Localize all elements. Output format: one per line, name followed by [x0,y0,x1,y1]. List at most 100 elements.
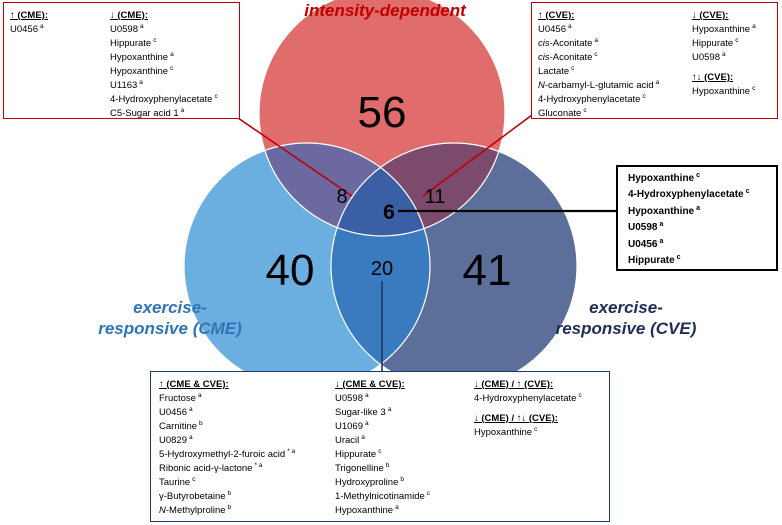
metabolite-name: Fructose [159,393,196,404]
metabolite-marker: a [594,37,599,44]
metabolite-name: -carbamyl-L-glutamic acid [544,80,654,91]
connector-intensity-cve [422,111,537,197]
metabolite-marker: c [594,51,598,58]
metabolite-name: 4-Hydroxyphenylacetate [110,94,213,105]
metabolite-name: Hippurate [110,38,152,49]
metabolite-name: U1069 [335,421,363,432]
metabolite-prefix: N [538,80,545,91]
metabolite-name: Hippurate [335,449,377,460]
metabolite-item: 5-Hydroxymethyl-2-furoic acid* a [159,448,295,462]
metabolite-name: Uracil [335,435,360,446]
metabolite-name: 1-Methylnicotinamide [335,491,425,502]
metabolite-marker: c [170,65,174,72]
metabolite-name: U0829 [159,435,187,446]
metabolite-marker: c [583,107,587,114]
metabolite-marker: c [214,93,218,100]
metabolite-marker: b [400,476,404,483]
metabolite-prefix: N [159,505,166,516]
metabolite-marker: c [426,490,431,497]
metabolite-name: Ribonic acid-γ-lactone [159,463,253,474]
metabolite-name: Lactate [538,66,570,77]
group-header: ↑ (CVE): [538,10,575,21]
metabolite-name: U0456 [10,24,38,35]
metabolite-marker: a [189,434,193,441]
metabolite-name: U0456 [628,238,658,250]
metabolite-marker: c [571,65,575,72]
metabolite-name: Carnitine [159,421,198,432]
count-intensity: 56 [358,88,407,137]
metabolite-name: U0598 [692,52,720,63]
metabolite-name: 4-Hydroxyphenylacetate [474,393,577,404]
count-intensity-cme: 8 [336,186,347,208]
metabolite-marker: c [735,37,739,44]
group-header: ↑↓ (CVE): [692,72,734,83]
metabolite-marker: a [361,434,365,441]
metabolite-name: U0456 [538,24,566,35]
metabolite-name: Hypoxanthine [110,52,169,63]
metabolite-name: Hydroxyproline [335,477,399,488]
metabolite-marker: b [227,504,232,511]
count-all: 6 [383,201,395,224]
metabolite-name: Hypoxanthine [335,505,394,516]
metabolite-name: 4-Hydroxyphenylacetate [628,189,744,201]
metabolite-name: Hypoxanthine [628,173,695,184]
metabolite-name: U0456 [159,407,187,418]
metabolite-marker: a [197,392,202,399]
metabolite-marker: a [365,420,369,427]
metabolite-name: U0598 [628,222,658,234]
metabolite-name: -Aconitate [549,52,593,63]
metabolite-marker: * a [287,448,296,455]
metabolite-marker: c [578,392,582,399]
metabolite-name: U0598 [110,24,138,35]
metabolite-marker: c [192,476,196,483]
metabolite-name: Hypoxanthine [692,86,751,97]
metabolite-marker: c [642,93,646,100]
metabolite-marker: c [696,172,701,179]
count-cme-cve: 20 [371,258,393,280]
metabolite-marker: c [534,426,538,433]
metabolite-name: Gluconate [538,108,582,119]
metabolite-name: C5-Sugar acid 1 [110,108,179,119]
count-cve: 41 [463,246,512,295]
metabolite-name: Sugar-like 3 [335,407,386,418]
metabolite-name: Hypoxanthine [628,205,695,217]
region-center [331,143,430,236]
metabolite-marker: a [189,406,193,413]
metabolite-prefix: cis [538,52,550,63]
metabolite-marker: a [40,23,44,30]
metabolite-marker: b [227,490,232,497]
metabolite-marker: a [180,107,185,114]
metabolite-name: 4-Hydroxyphenylacetate [538,94,641,105]
metabolite-marker: a [140,23,144,30]
group-header: ↑ (CME & CVE): [159,379,229,390]
metabolite-name: 5-Hydroxymethyl-2-furoic acid [159,449,286,460]
metabolite-name: -Methylproline [165,505,226,516]
metabolite-marker: a [722,51,726,58]
metabolite-marker: c [378,448,382,455]
